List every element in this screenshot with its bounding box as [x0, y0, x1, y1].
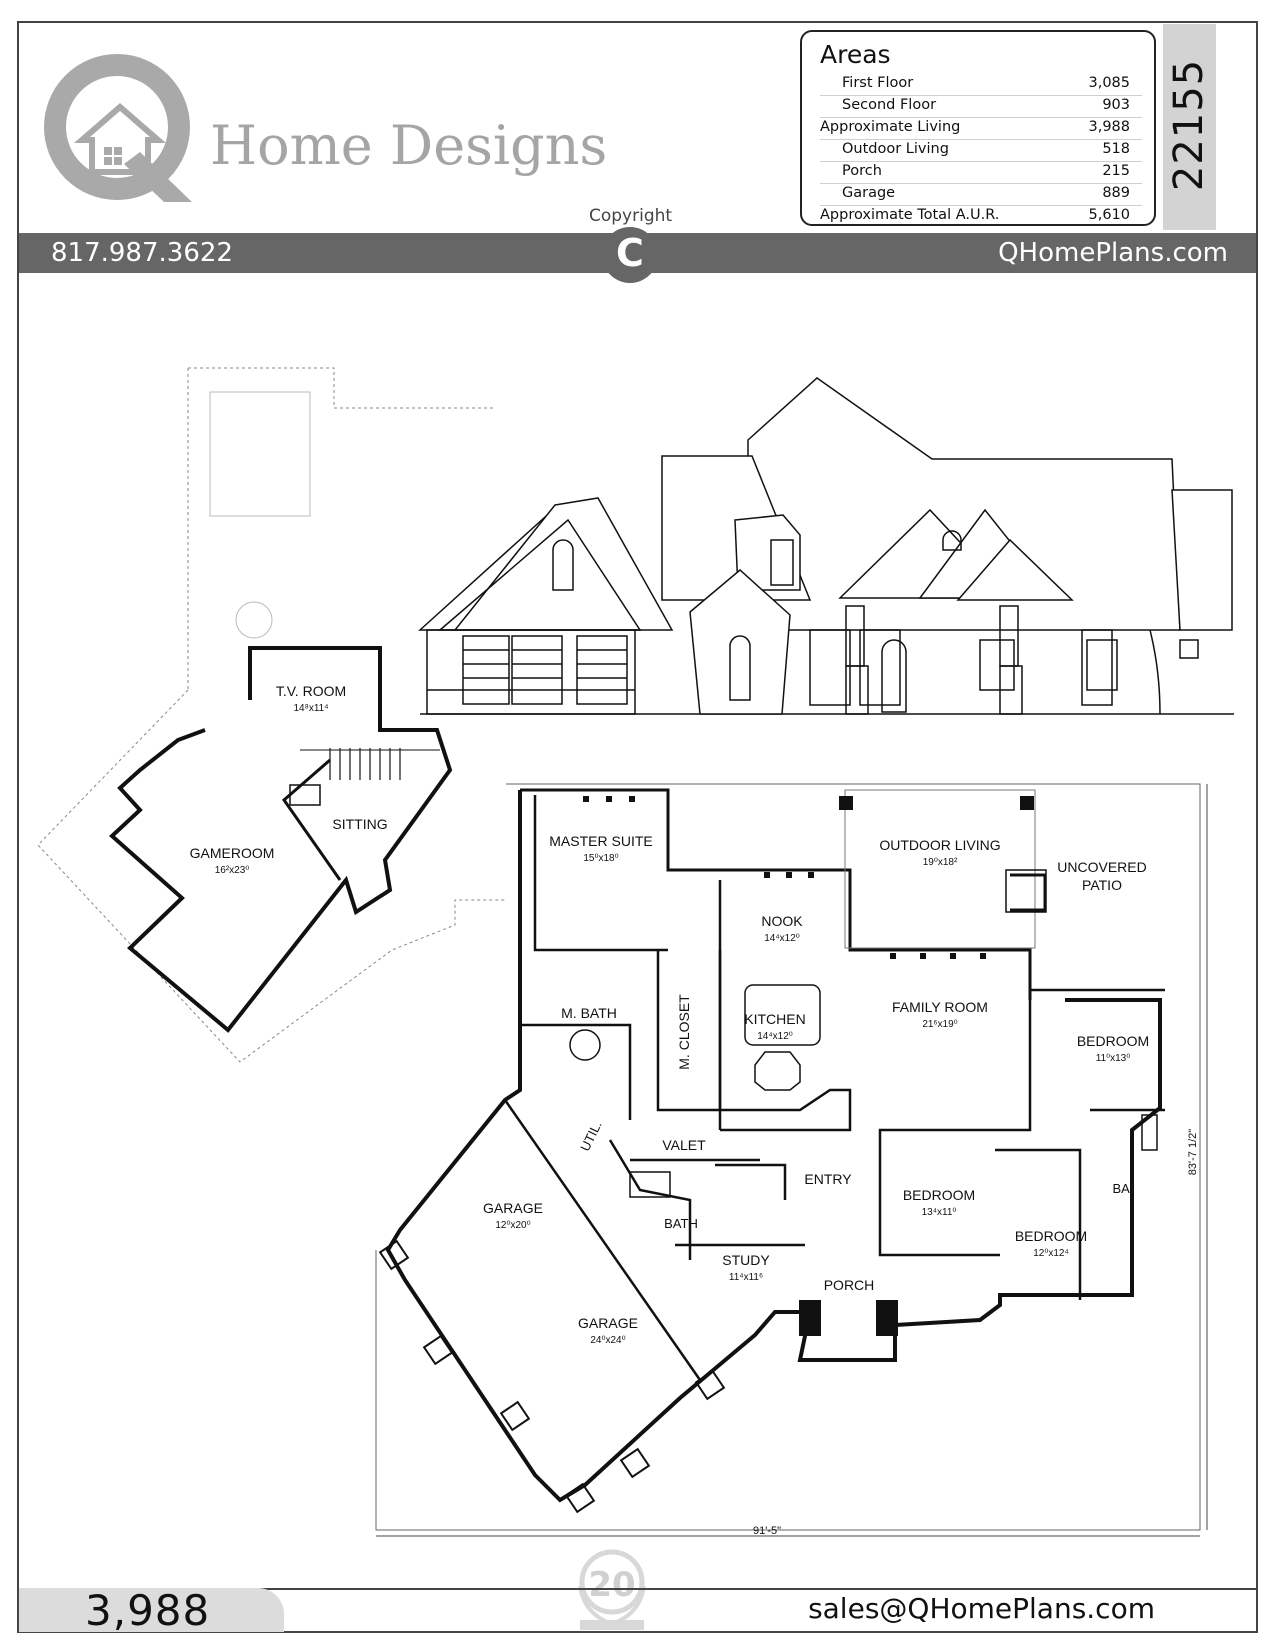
areas-value: 903 [1102, 97, 1130, 113]
brand-name: Home Designs [210, 114, 608, 177]
brand-logo: Home Designs [42, 52, 662, 212]
areas-value: 5,610 [1088, 207, 1130, 223]
areas-title: Areas [820, 40, 891, 69]
areas-table: Areas First Floor 3,085 Second Floor 903 A… [800, 30, 1156, 226]
room-label: GARAGE [578, 1315, 638, 1331]
plan-number-tab: 22155 [1163, 24, 1216, 230]
areas-label: Approximate Total A.U.R. [820, 207, 1000, 223]
room-label: NOOK [761, 913, 803, 929]
room-label: KITCHEN [744, 1011, 805, 1027]
room-dims: 15⁰x18⁰ [583, 853, 618, 864]
first-floor-plan [375, 783, 1208, 1537]
room-label: GAMEROOM [190, 845, 275, 861]
room-dims: 16²x23⁰ [215, 865, 250, 876]
anniversary-seal-icon: 20 [578, 1549, 646, 1630]
room-label: GARAGE [483, 1200, 543, 1216]
room-dims: 19⁰x18² [923, 857, 958, 868]
room-label: PATIO [1082, 877, 1122, 893]
room-label: UNCOVERED [1057, 859, 1146, 875]
areas-row: Garage 889 [820, 184, 1142, 206]
overall-depth-dimension: 83'-7 1/2" [1187, 1129, 1199, 1175]
room-label: BA. [1113, 1181, 1134, 1196]
footer-divider [19, 1588, 1256, 1590]
first-floor-labels: MASTER SUITE 15⁰x18⁰ OUTDOOR LIVING 19⁰x… [483, 833, 1199, 1537]
room-label: OUTDOOR LIVING [879, 837, 1000, 853]
copyright-symbol: C [616, 231, 644, 275]
room-label: PORCH [824, 1277, 875, 1293]
room-dims: 21⁶x19⁰ [922, 1019, 957, 1030]
areas-label: Outdoor Living [842, 141, 949, 157]
areas-value: 889 [1102, 185, 1130, 201]
room-dims: 24⁰x24⁰ [590, 1335, 625, 1346]
areas-label: Approximate Living [820, 119, 961, 135]
areas-value: 3,988 [1088, 119, 1130, 135]
room-dims: 13⁴x11⁰ [922, 1207, 957, 1218]
room-label: M. BATH [561, 1005, 617, 1021]
total-sqft: 3,988 [85, 1586, 211, 1635]
copyright-label: Copyright [589, 206, 673, 226]
room-label: VALET [662, 1137, 706, 1153]
room-label: SITTING [332, 816, 387, 832]
room-label: T.V. ROOM [276, 683, 346, 699]
overall-width-dimension: 91'-5" [753, 1525, 781, 1537]
room-label: FAMILY ROOM [892, 999, 988, 1015]
room-label: MASTER SUITE [549, 833, 652, 849]
room-label: BEDROOM [1015, 1228, 1087, 1244]
areas-label: Garage [842, 185, 896, 201]
website-link[interactable]: QHomePlans.com [998, 238, 1228, 268]
phone-number[interactable]: 817.987.3622 [51, 238, 233, 268]
areas-label: Second Floor [842, 97, 937, 113]
seal-number: 20 [588, 1565, 635, 1605]
second-floor-plan [37, 367, 505, 1063]
areas-row: Porch 215 [820, 162, 1142, 184]
areas-row: Approximate Total A.U.R. 5,610 [820, 206, 1142, 227]
room-dims: 14⁴x12⁰ [764, 933, 800, 944]
room-dims: 14⁸x11⁴ [293, 703, 328, 714]
room-label: M. CLOSET [676, 994, 692, 1070]
page-frame [17, 21, 1258, 1633]
second-floor-labels: T.V. ROOM 14⁸x11⁴ SITTING GAMEROOM 16²x2… [190, 683, 388, 876]
room-dims: 14⁴x12⁰ [757, 1031, 793, 1042]
copyright-icon: C [602, 227, 658, 283]
room-dims: 11⁰x13⁰ [1096, 1053, 1131, 1064]
areas-row: Outdoor Living 518 [820, 140, 1142, 162]
room-dims: 12⁰x20⁰ [495, 1220, 530, 1231]
room-label: STUDY [722, 1252, 770, 1268]
room-label: BEDROOM [1077, 1033, 1149, 1049]
q-house-logo-icon [44, 54, 192, 202]
total-sqft-tab: 3,988 [19, 1586, 284, 1635]
room-label: BEDROOM [903, 1187, 975, 1203]
areas-row: Approximate Living 3,988 [820, 118, 1142, 140]
room-label: UTIL. [577, 1118, 604, 1153]
areas-value: 215 [1102, 163, 1130, 179]
areas-label: First Floor [842, 75, 914, 91]
areas-value: 518 [1102, 141, 1130, 157]
areas-label: Porch [842, 163, 882, 179]
areas-row: First Floor 3,085 [820, 74, 1142, 96]
areas-row: Second Floor 903 [820, 96, 1142, 118]
areas-value: 3,085 [1088, 75, 1130, 91]
room-label: ENTRY [804, 1171, 852, 1187]
front-elevation [418, 377, 1234, 715]
room-dims: 11⁴x11⁶ [729, 1272, 763, 1283]
sales-email[interactable]: sales@QHomePlans.com [808, 1592, 1155, 1625]
room-dims: 12⁰x12⁴ [1033, 1248, 1069, 1259]
room-label: BATH [664, 1216, 698, 1231]
